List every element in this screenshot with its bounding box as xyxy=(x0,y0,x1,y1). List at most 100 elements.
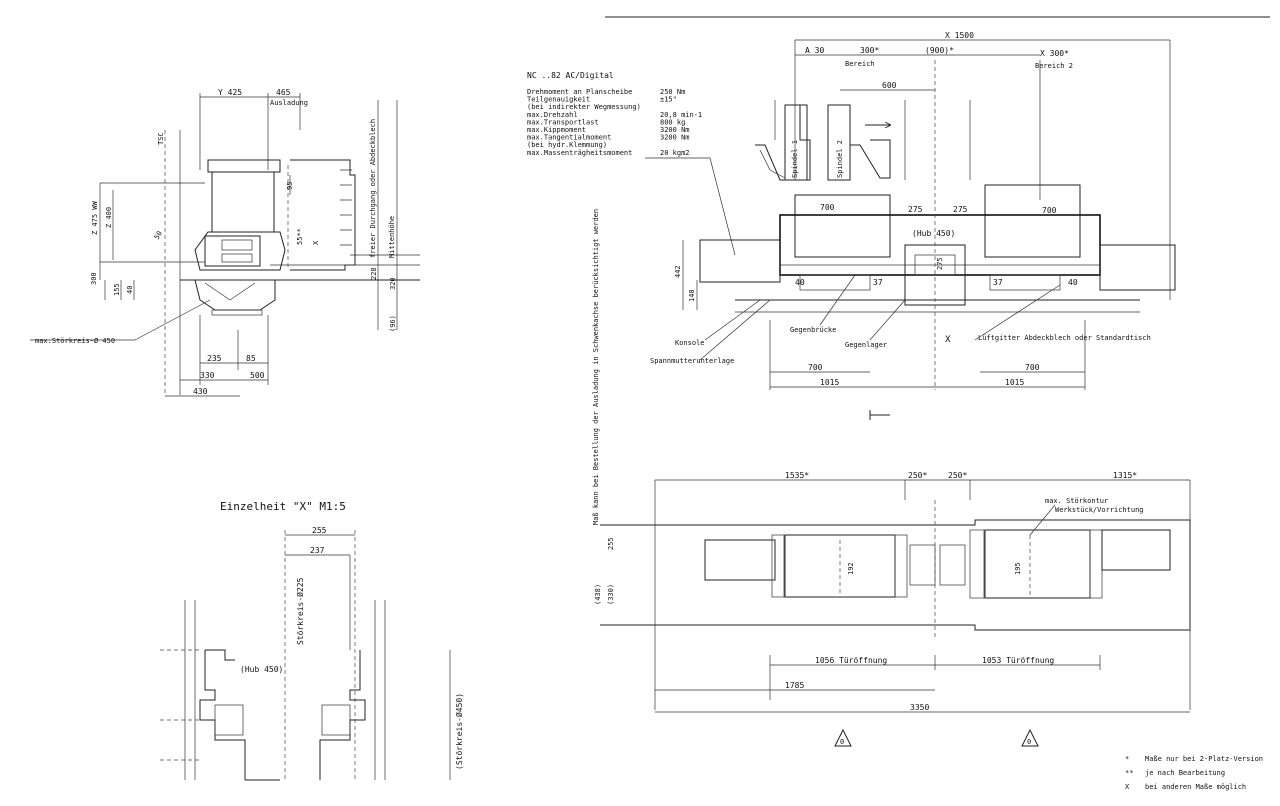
label-konsole: Konsole xyxy=(675,339,705,347)
dim-door2: 1053 Türöffnung xyxy=(982,656,1054,665)
spec-row-label: max.Drehzahl xyxy=(527,111,578,119)
dim-155: 155 xyxy=(113,283,121,296)
label-ausladung: Ausladung xyxy=(270,99,308,107)
label-tsc: TSC xyxy=(157,132,165,145)
dim-1015a: 1015 xyxy=(820,378,839,387)
legend-mark: ** xyxy=(1125,769,1133,777)
dim-95: 95 xyxy=(286,182,294,190)
dim-a30: A 30 xyxy=(805,46,824,55)
spec-row-label: max.Kippmoment xyxy=(527,126,586,134)
label-gegenbruecke: Gegenbrücke xyxy=(790,326,836,334)
dim-430: 430 xyxy=(193,387,208,396)
dim-600: 600 xyxy=(882,81,897,90)
spec-row-label: max.Transportlast xyxy=(527,118,599,126)
dim-detail-237: 237 xyxy=(310,546,325,555)
spec-row-label: max.Massenträgheitsmoment xyxy=(527,149,632,157)
dim-detail-255: 255 xyxy=(312,526,327,535)
spec-row-label: Drehmoment an Planscheibe xyxy=(527,88,632,96)
dim-hub450: (Hub 450) xyxy=(912,229,955,238)
label-spannmutter: Spannmutterunterlage xyxy=(650,357,734,365)
dim-700a: 700 xyxy=(820,203,835,212)
spec-row-value: 20 kgm2 xyxy=(660,149,690,157)
dim-275c: 275 xyxy=(936,257,944,270)
label-stoerkreis450: (Störkreis-Ø450) xyxy=(454,693,464,770)
label-bereich1: Bereich xyxy=(845,60,875,68)
label-x-front: X xyxy=(945,335,951,345)
label-spindel1: Spindel 1 xyxy=(791,140,799,178)
label-abdeck: Lüftgitter Abdeckblech oder Standardtisc… xyxy=(978,334,1151,342)
dim-1535: 1535* xyxy=(785,471,809,480)
dim-3350: 3350 xyxy=(910,703,929,712)
detail-x: Einzelheit "X" M1:5 255 237 Störkreis-Ø2… xyxy=(160,500,464,781)
label-interference: max.Störkreis-Ø 450 xyxy=(35,337,115,345)
dim-300: 300 xyxy=(90,272,98,285)
spec-row-label: max.Tangentialmoment xyxy=(527,134,611,142)
detail-x-title: Einzelheit "X" M1:5 xyxy=(220,500,346,513)
dim-700d: 700 xyxy=(1025,363,1040,372)
dim-438: (438) xyxy=(594,584,602,605)
dim-235: 235 xyxy=(207,354,222,363)
dim-192: 192 xyxy=(847,562,855,575)
spec-table: NC ..82 AC/Digital Drehmoment an Plansch… xyxy=(527,71,736,256)
dim-500: 500 xyxy=(250,371,265,380)
dim-y425: Y 425 xyxy=(218,88,242,97)
legend-text: Maße nur bei 2-Platz-Version xyxy=(1145,755,1263,763)
dim-x1500: X 1500 xyxy=(945,31,974,40)
dim-228: 228 xyxy=(370,267,378,280)
dim-1015b: 1015 xyxy=(1005,378,1024,387)
label-mittenhoehe: Mittenhöhe xyxy=(388,216,396,258)
spec-row-value: 250 Nm xyxy=(660,88,685,96)
svg-text:0: 0 xyxy=(1027,738,1031,746)
dim-255-plan: 255 xyxy=(607,537,615,550)
dim-37a: 37 xyxy=(873,278,883,287)
dim-1315: 1315* xyxy=(1113,471,1137,480)
dim-50: 50 xyxy=(153,230,164,241)
spec-row-label: (bei hydr.Klemmung) xyxy=(527,141,607,149)
legend: *Maße nur bei 2-Platz-Version**je nach B… xyxy=(1125,755,1263,791)
svg-text:0: 0 xyxy=(840,738,844,746)
dim-465: 465 xyxy=(276,88,291,97)
legend-text: je nach Bearbeitung xyxy=(1145,769,1225,777)
label-gegenlager: Gegenlager xyxy=(845,341,887,349)
dim-x300: X 300* xyxy=(1040,49,1069,58)
dim-40b: 40 xyxy=(1068,278,1078,287)
dim-detail-hub: (Hub 450) xyxy=(240,665,283,674)
dim-37b: 37 xyxy=(993,278,1003,287)
dim-275b: 275 xyxy=(953,205,968,214)
dim-250a: 250* xyxy=(908,471,927,480)
spec-row-value: ±15" xyxy=(660,96,677,104)
dim-320: 320 xyxy=(389,277,397,290)
dim-40: 40 xyxy=(126,286,134,294)
dim-330: 330 xyxy=(200,371,215,380)
label-bereich2: Bereich 2 xyxy=(1035,62,1073,70)
dim-40a: 40 xyxy=(795,278,805,287)
front-view: X 1500 A 30 300* Bereich (900)* X 300* B… xyxy=(650,31,1176,420)
spec-row-value: 3200 Nm xyxy=(660,126,690,134)
dim-700b: 700 xyxy=(1042,206,1057,215)
dim-z475: Z 475 WW xyxy=(91,200,99,235)
dim-700c: 700 xyxy=(808,363,823,372)
dim-1785: 1785 xyxy=(785,681,804,690)
label-stoerkreis225: Störkreis-Ø225 xyxy=(295,577,305,645)
dim-300a: 300* xyxy=(860,46,879,55)
spec-row-value: 20,8 min-1 xyxy=(660,111,702,119)
legend-text: bei anderen Maße möglich xyxy=(1145,783,1246,791)
dim-85: 85 xyxy=(246,354,256,363)
dim-z400: Z 400 xyxy=(105,207,113,228)
legend-mark: X xyxy=(1125,783,1130,791)
dim-195: 195 xyxy=(1014,562,1022,575)
triangle-symbol-right: 0 xyxy=(1021,728,1039,747)
dim-96: (96) xyxy=(389,315,397,332)
label-free-passage: freier Durchgang oder Abdeckblech xyxy=(369,119,377,258)
side-view: Y 425 465 Ausladung Z 475 WW Z 400 300 xyxy=(30,88,420,397)
triangle-symbol-left: 0 xyxy=(834,728,852,747)
dim-250b: 250* xyxy=(948,471,967,480)
dim-275a: 275 xyxy=(908,205,923,214)
spec-header: NC ..82 AC/Digital xyxy=(527,71,614,80)
dim-442: 442 xyxy=(674,265,682,278)
spec-row-value: 3200 Nm xyxy=(660,134,690,142)
dim-x: X xyxy=(312,240,320,245)
